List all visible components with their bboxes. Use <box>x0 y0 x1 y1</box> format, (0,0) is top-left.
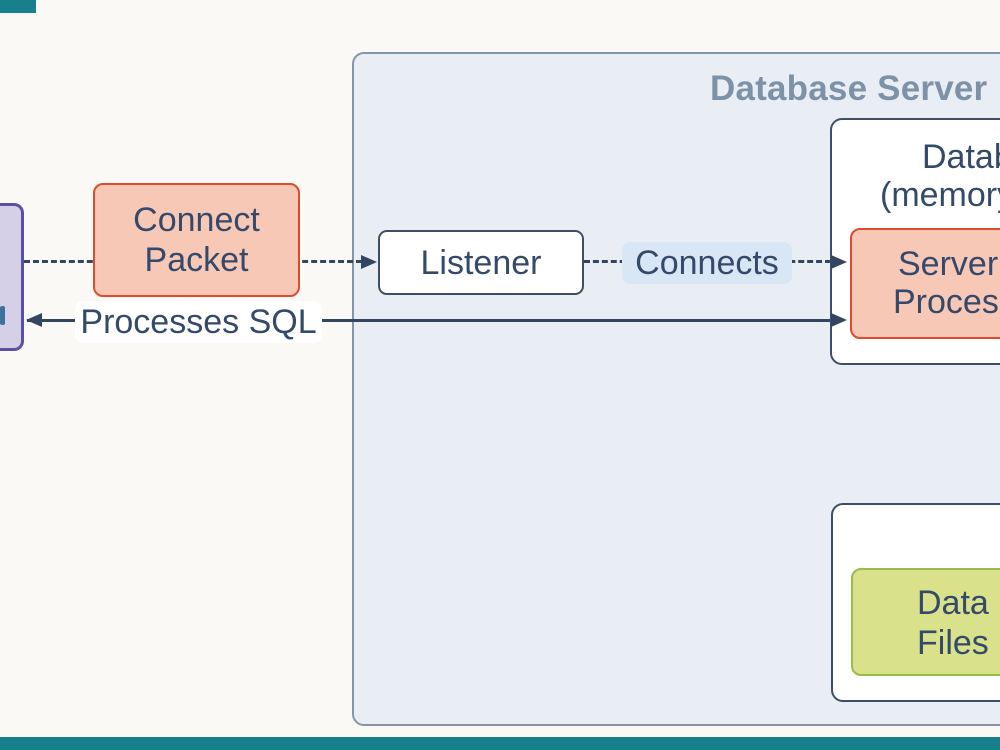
arrowhead-into-client-icon <box>26 313 42 327</box>
client-box <box>0 203 24 351</box>
connect-packet-label-line2: Packet <box>144 241 249 279</box>
connects-label: Connects <box>622 242 792 284</box>
slide-accent-bottom-bar <box>0 737 1000 750</box>
arrowhead-sql-into-server-process-icon <box>831 313 847 327</box>
server-process-node <box>850 228 1000 339</box>
client-box-label-fragment <box>0 306 5 325</box>
server-process-label-line2: Process <box>893 283 1000 321</box>
arrowhead-into-server-process-icon <box>831 255 847 269</box>
connect-packet-label-line1: Connect <box>133 201 260 239</box>
slide-accent-top-bar <box>0 0 36 13</box>
server-process-label-line1: Server <box>898 245 999 283</box>
data-files-label-line1: Data <box>917 584 989 622</box>
database-instance-label-line1: Database <box>922 138 1000 176</box>
processes-sql-label-text: Processes SQL <box>80 303 317 341</box>
arrowhead-into-listener-icon <box>361 255 377 269</box>
database-instance-label-line2: (memory) <box>880 176 1000 214</box>
connects-label-text: Connects <box>635 244 779 282</box>
processes-sql-label: Processes SQL <box>75 301 322 343</box>
listener-node: Listener <box>378 230 584 295</box>
database-server-title: Database Server <box>710 69 988 108</box>
connect-packet-node: Connect Packet <box>93 183 300 297</box>
data-files-label-line2: Files <box>917 624 989 662</box>
data-files-node <box>851 568 1000 676</box>
processes-sql-line <box>27 319 834 322</box>
listener-label: Listener <box>420 243 542 282</box>
